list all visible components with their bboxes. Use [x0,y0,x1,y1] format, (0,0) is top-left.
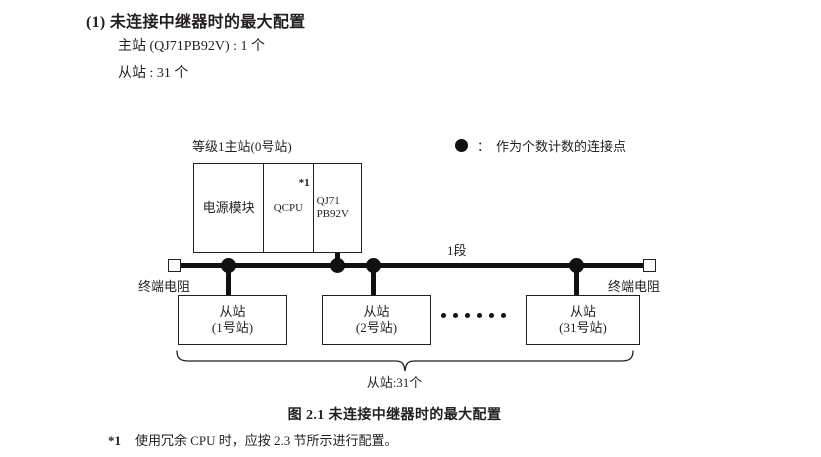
drop-line-slave-1 [226,265,231,296]
ellipsis-dots-icon [441,313,506,318]
legend: ： 作为个数计数的连接点 [455,136,626,155]
master-station-label: 等级1主站(0号站) [192,139,292,154]
slave-group-brace [176,350,634,372]
slave-station-box-1: 从站 (1号站) [178,295,287,345]
footnote-1: *1 使用冗余 CPU 时，应按 2.3 节所示进行配置。 [108,430,398,449]
master-station-box: 电源模块 *1 QCPU QJ71 PB92V [193,163,362,253]
terminator-square-right-icon [643,259,656,272]
qcpu-cell: *1 QCPU [264,164,314,252]
footnote-mark-1: *1 [298,177,310,189]
terminator-label-right: 终端电阻 [608,279,661,294]
qj71pb92v-label: QJ71 PB92V [314,195,361,220]
slave-31-line1: 从站 [569,303,596,319]
slave-group-label: 从站:31个 [366,375,423,390]
drop-line-slave-31 [574,265,579,296]
connection-node-master [330,258,345,273]
footnote-text: 使用冗余 CPU 时，应按 2.3 节所示进行配置。 [135,433,398,448]
slave-station-box-2: 从站 (2号站) [322,295,431,345]
footnote-mark: *1 [108,433,121,448]
qj71pb92v-line1: QJ71 [316,195,340,208]
power-module-cell: 电源模块 [194,164,265,252]
legend-label: 作为个数计数的连接点 [496,139,627,154]
legend-colon: ： [477,139,491,154]
slave-2-line1: 从站 [363,303,390,319]
figure-caption: 图 2.1 未连接中继器时的最大配置 [287,408,502,423]
qj71pb92v-line2: PB92V [316,208,349,220]
slave-1-line1: 从站 [219,303,246,319]
filled-circle-icon [455,139,468,152]
power-module-label: 电源模块 [202,199,255,215]
spec-slave-count: 从站 : 31 个 [118,66,189,81]
slave-31-line2: (31号站) [559,320,607,335]
section-title: (1) 未连接中继器时的最大配置 [86,14,306,31]
slave-station-box-31: 从站 (31号站) [526,295,640,345]
spec-master-count: 主站 (QJ71PB92V) : 1 个 [118,39,266,54]
terminator-label-left: 终端电阻 [138,279,191,294]
terminator-square-left-icon [168,259,181,272]
drop-line-slave-2 [371,265,376,296]
slave-1-line2: (1号站) [211,320,254,335]
slave-2-line2: (2号站) [355,320,398,335]
segment-label: 1段 [447,243,467,258]
qcpu-label: QCPU [273,201,304,214]
bus-line [176,263,648,268]
qj71pb92v-cell: QJ71 PB92V [314,164,361,252]
